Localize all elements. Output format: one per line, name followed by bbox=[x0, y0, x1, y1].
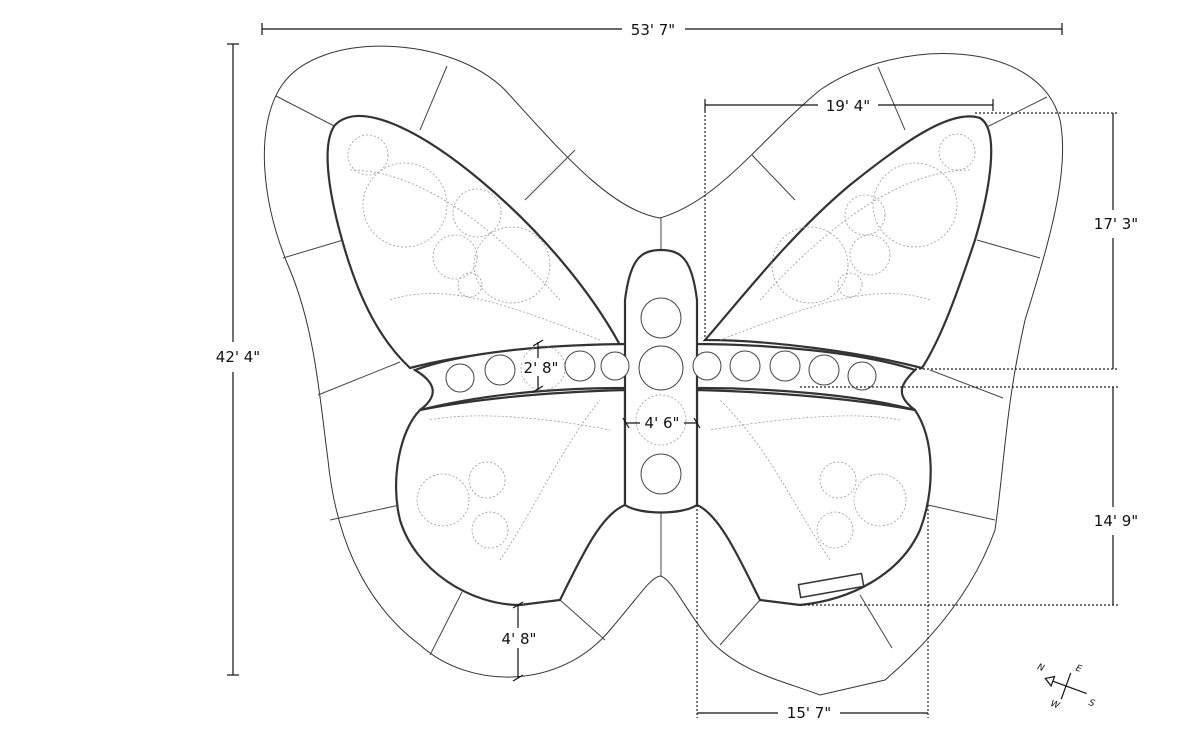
lower-wing-width-label: 15' 7" bbox=[787, 704, 831, 722]
wing-patterns bbox=[347, 133, 976, 561]
overall-width-label: 53' 7" bbox=[631, 21, 675, 39]
upper-wing-height-dimension: 17' 3" bbox=[915, 112, 1138, 370]
upper-wing-width-label: 19' 4" bbox=[826, 97, 870, 115]
body-width-label: 4' 6" bbox=[645, 414, 680, 432]
compass-icon: N E S W bbox=[1036, 662, 1096, 712]
compass-e: E bbox=[1074, 664, 1083, 675]
overall-height-label: 42' 4" bbox=[216, 348, 260, 366]
compass-n: N bbox=[1036, 662, 1046, 674]
body-width-dimension: 4' 6" bbox=[622, 413, 701, 432]
lower-left-wing bbox=[394, 388, 627, 607]
band-width-dimension: 2' 8" bbox=[522, 339, 560, 393]
lower-wing-height-dimension: 14' 9" bbox=[800, 386, 1138, 606]
overall-height-dimension: 42' 4" bbox=[216, 43, 260, 676]
lower-right-wing bbox=[695, 388, 932, 607]
upper-right-wing bbox=[702, 115, 993, 370]
border-width-label: 4' 8" bbox=[502, 630, 537, 648]
lower-wing-width-dimension: 15' 7" bbox=[696, 505, 929, 722]
upper-left-wing bbox=[326, 115, 622, 370]
central-circles bbox=[445, 297, 877, 495]
border-width-dimension: 4' 8" bbox=[502, 601, 537, 682]
outer-border bbox=[263, 45, 1064, 696]
bench bbox=[797, 572, 865, 599]
band-width-label: 2' 8" bbox=[524, 359, 559, 377]
upper-wing-height-label: 17' 3" bbox=[1094, 215, 1138, 233]
overall-width-dimension: 53' 7" bbox=[261, 21, 1063, 39]
compass-w: W bbox=[1049, 699, 1062, 712]
lower-wing-height-label: 14' 9" bbox=[1094, 512, 1138, 530]
compass-s: S bbox=[1087, 698, 1096, 709]
upper-wing-width-dimension: 19' 4" bbox=[704, 97, 994, 345]
